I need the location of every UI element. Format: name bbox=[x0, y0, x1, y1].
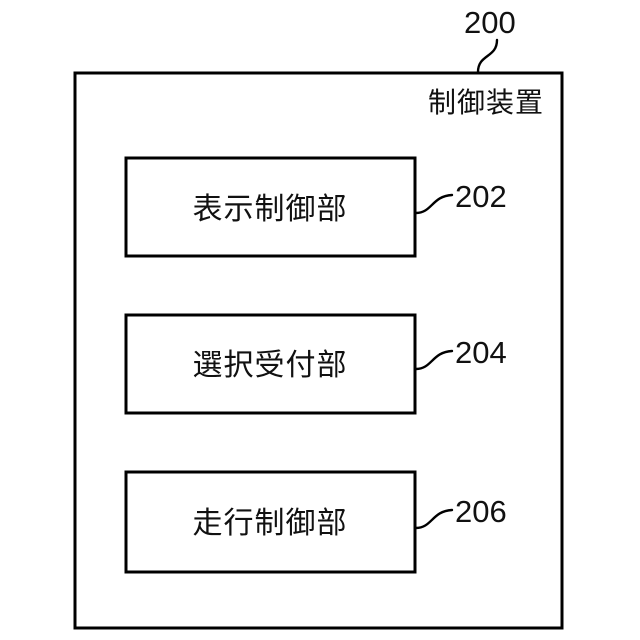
reference-numeral-200: 200 bbox=[464, 5, 516, 40]
reference-numeral-206: 206 bbox=[455, 494, 507, 529]
block-label-202: 表示制御部 bbox=[193, 192, 348, 227]
block-box-206 bbox=[124, 470, 417, 574]
block-label-206: 走行制御部 bbox=[193, 506, 348, 541]
outer-unit-box bbox=[73, 71, 564, 630]
block-box-202 bbox=[124, 156, 417, 258]
block-box-204 bbox=[124, 313, 417, 415]
leader-line-204 bbox=[414, 349, 454, 371]
leader-line-206 bbox=[414, 508, 454, 530]
leader-line-202 bbox=[414, 193, 454, 215]
reference-numeral-204: 204 bbox=[455, 335, 507, 370]
block-label-204: 選択受付部 bbox=[193, 348, 348, 383]
outer-unit-label: 制御装置 bbox=[428, 86, 544, 119]
reference-numeral-202: 202 bbox=[455, 179, 507, 214]
leader-line-200 bbox=[476, 38, 499, 74]
